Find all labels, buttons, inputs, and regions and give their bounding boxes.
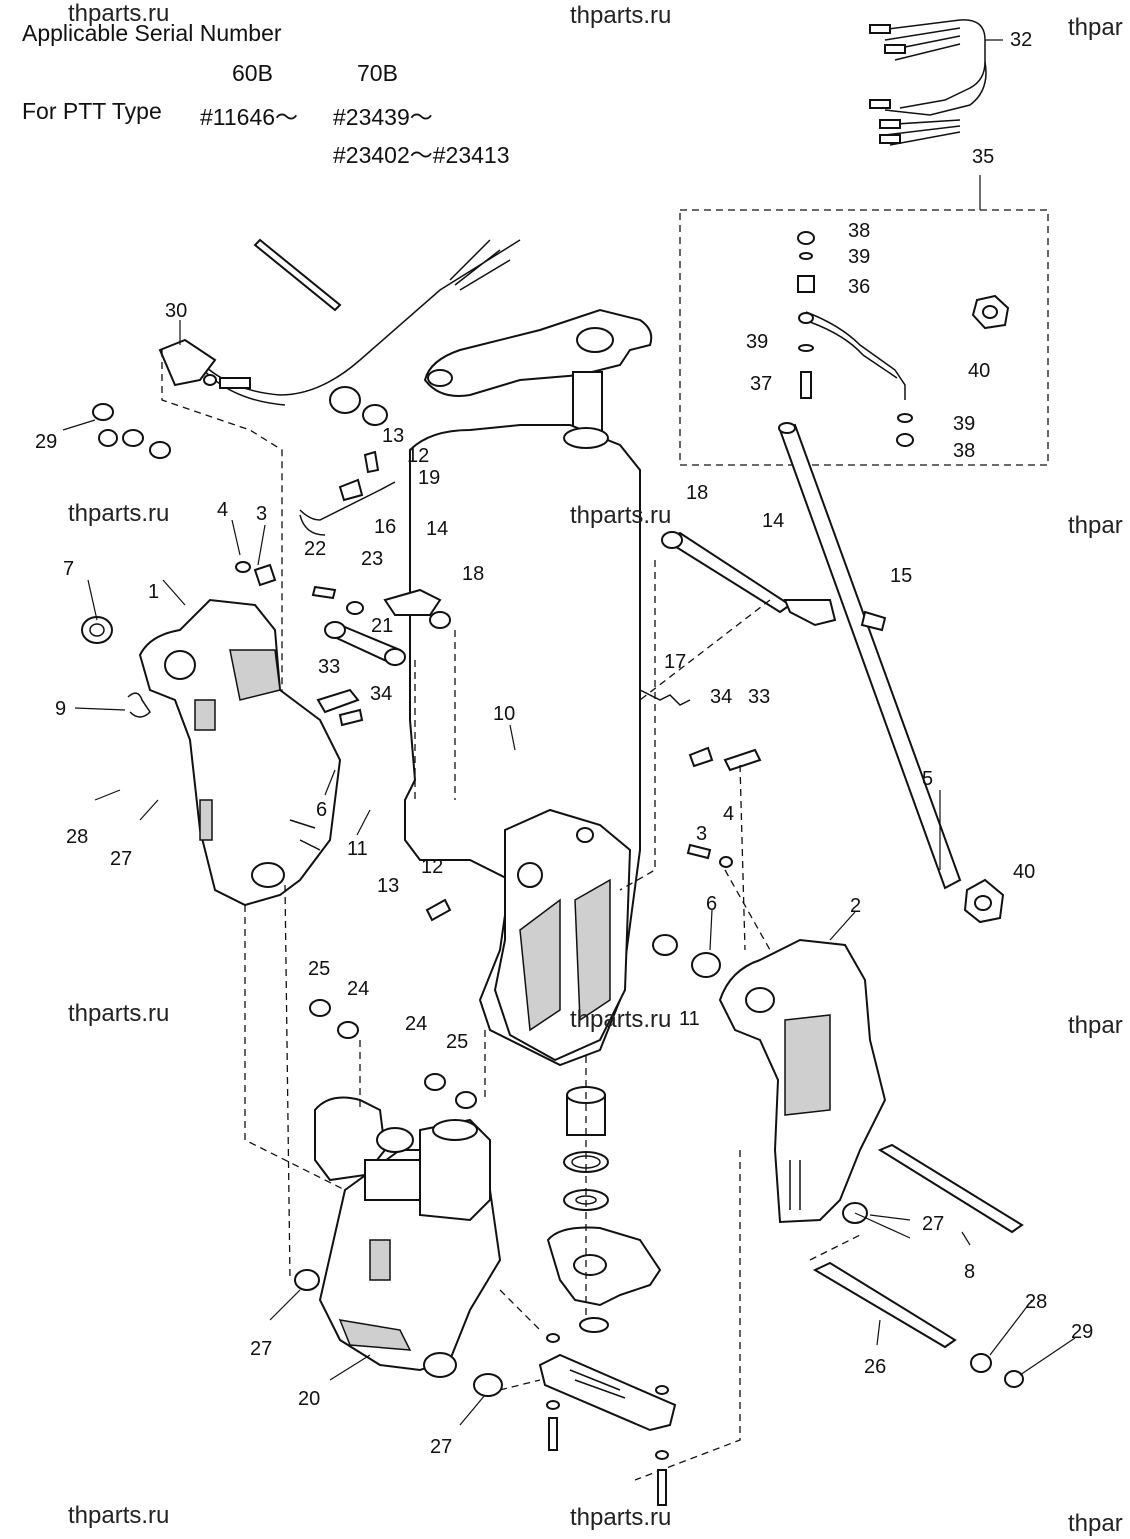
callout-label: 6 [706,893,717,915]
callout-label: 40 [968,360,990,382]
callout-label: 39 [848,246,870,268]
callout-label: 10 [493,703,515,725]
callout-label: 4 [217,499,228,521]
watermark-text: thparts.ru [68,500,170,527]
callout-label: 39 [953,413,975,435]
anode-plate [538,1333,677,1506]
small-hardware [127,450,762,922]
watermark-text: thparts.ru [570,502,672,529]
callout-label: 19 [418,467,440,489]
callout-label: 7 [63,558,74,580]
callout-label: 38 [953,440,975,462]
callout-label: 9 [55,698,66,720]
callout-label: 11 [679,1008,700,1030]
watermark-text: thpar [1068,14,1123,41]
callout-label: 22 [304,538,326,560]
callout-label: 5 [922,768,933,790]
callout-label: 21 [371,615,393,637]
tilt-tube-5 [778,422,1005,924]
callout-label: 4 [723,803,734,825]
callout-label: 23 [361,548,383,570]
callout-label: 27 [430,1436,452,1458]
callout-label: 13 [382,425,404,447]
callout-label: 2 [850,895,861,917]
callout-label: 18 [686,482,708,504]
callout-label: 35 [972,146,994,168]
callout-label: 27 [922,1213,944,1235]
callout-label: 40 [1013,861,1035,883]
watermark-text: thpar [1068,1012,1123,1039]
callout-label: 25 [446,1031,468,1053]
callout-label: 30 [165,300,187,322]
callout-label: 14 [762,510,784,532]
callout-label: 17 [664,651,686,673]
callout-labels: 1 2 3 3 4 4 5 6 6 7 8 9 10 11 11 12 12 1… [35,29,1093,1458]
callout-label: 26 [864,1356,886,1378]
callout-label: 29 [1071,1321,1093,1343]
callout-label: 15 [890,565,912,587]
trim-sender-cable-30 [158,238,521,720]
ptt-type-label: For PTT Type [22,98,162,124]
watermark-text: thparts.ru [570,2,672,29]
serial-60b: #11646～ [200,104,299,130]
callout-label: 3 [256,503,267,525]
callout-label: 39 [746,331,768,353]
serial-70b-2: #23402～#23413 [333,142,510,168]
watermark-text: thparts.ru [570,1504,672,1531]
callout-label: 33 [318,656,340,678]
callout-label: 16 [374,516,396,538]
callout-label: 8 [964,1261,975,1283]
callout-label: 18 [462,563,484,585]
callout-label: 20 [298,1388,320,1410]
callout-label: 11 [347,838,368,860]
callout-label: 27 [250,1338,272,1360]
watermark-text: thpar [1068,1510,1123,1537]
callout-label: 1 [148,581,159,603]
callout-label: 24 [347,978,369,1000]
swivel-bracket-10 [404,424,641,1067]
callout-label: 33 [748,686,770,708]
callout-label: 12 [421,856,443,878]
watermark-text: thparts.ru [68,1502,170,1529]
washers-bushings [81,386,1024,1397]
callout-label: 29 [35,431,57,453]
callout-label: 27 [110,848,132,870]
callout-label: 38 [848,220,870,242]
column-60b: 60B [232,60,273,86]
callout-label: 36 [848,276,870,298]
watermark-text: thparts.ru [68,1000,170,1027]
serial-title: Applicable Serial Number [22,20,282,46]
clamp-bracket-2 [634,938,887,1481]
callout-label: 25 [308,958,330,980]
callout-label: 37 [750,373,772,395]
watermark-text: thparts.ru [68,0,170,27]
callout-label: 28 [1025,1291,1047,1313]
watermark-text: thpar [1068,512,1123,539]
callout-label: 34 [370,683,392,705]
shafts-and-pins [324,531,1024,1349]
kit-35-box [679,175,1049,466]
callout-label: 34 [710,686,732,708]
clamp-bracket-1 [138,598,346,1191]
callout-label: 6 [316,799,327,821]
ptt-unit-20 [314,1096,502,1378]
callout-label: 3 [696,823,707,845]
leader-lines [62,39,1076,1426]
column-70b: 70B [357,60,398,86]
watermark-text: thparts.ru [570,1006,672,1033]
callout-label: 14 [426,518,448,540]
callout-label: 28 [66,826,88,848]
callout-label: 13 [377,875,399,897]
callout-label: 32 [1010,29,1032,51]
serial-70b-1: #23439～ [333,104,433,130]
callout-label: 12 [407,445,429,467]
callout-label: 24 [405,1013,427,1035]
wire-harness-32 [869,19,987,146]
